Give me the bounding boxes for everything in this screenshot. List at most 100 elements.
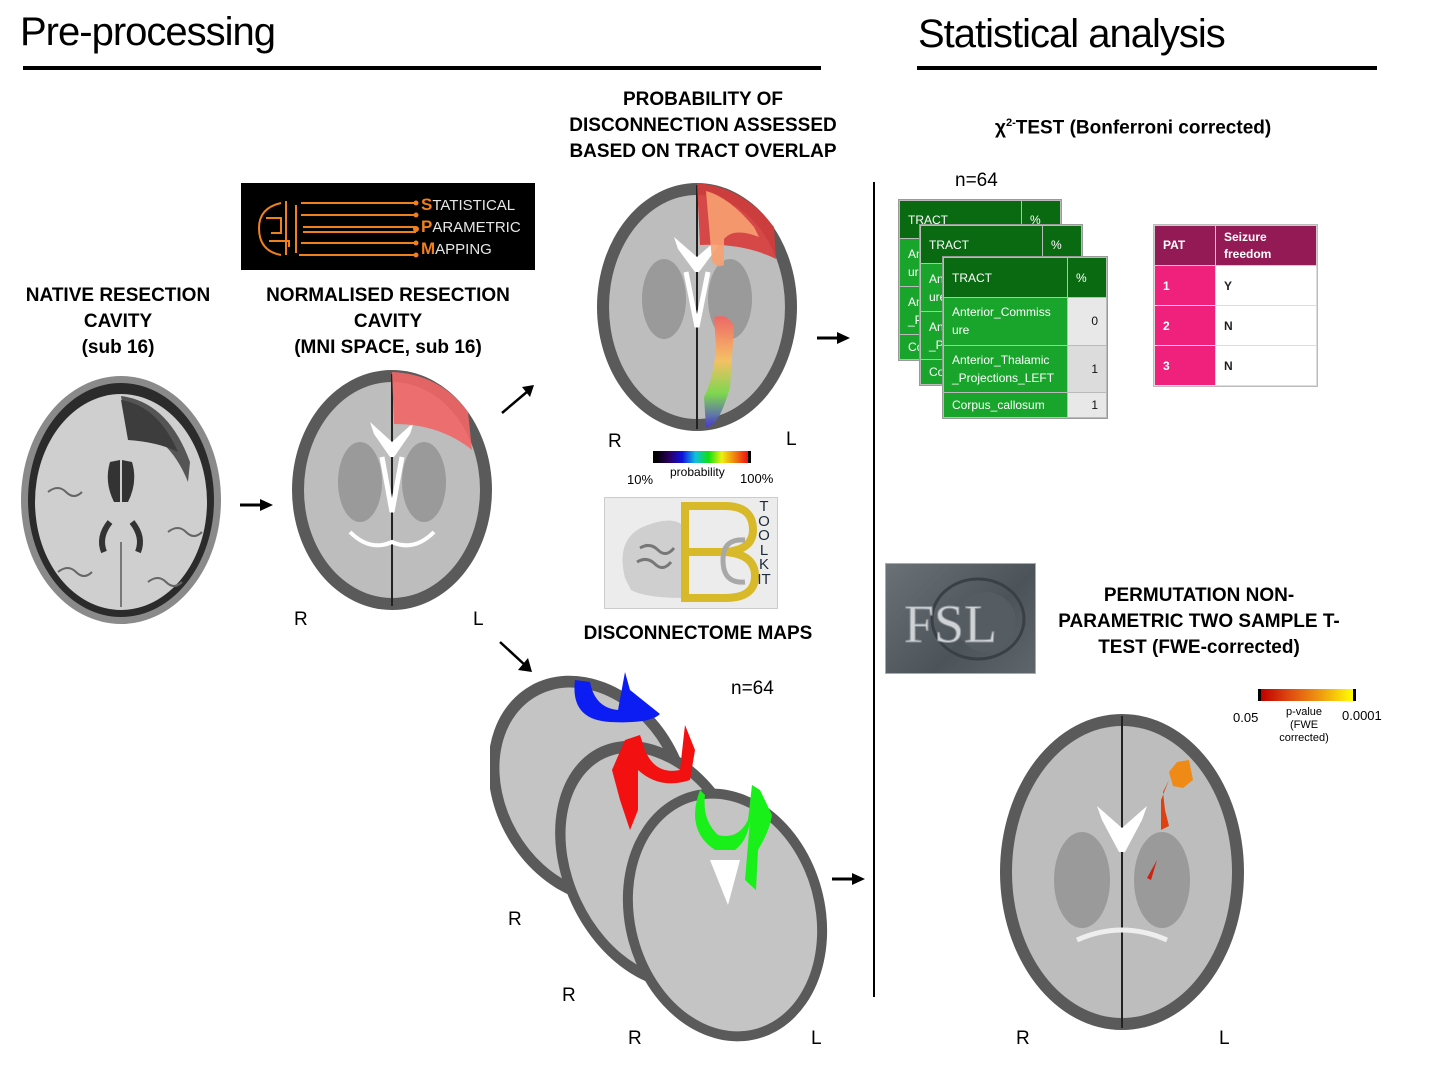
- toolkit-letters: TOOLKIT: [757, 498, 771, 588]
- title-line: PERMUTATION NON-: [1103, 585, 1295, 606]
- spm-rest: TATISTICAL: [432, 196, 516, 214]
- tract-name: Anterior_Thalamic_Projections_LEFT: [943, 344, 1068, 394]
- pat-cell: 3: [1154, 345, 1216, 386]
- tract-value: 0: [1067, 297, 1107, 346]
- disconnectome-title: DISCONNECTOME MAPS: [583, 623, 813, 644]
- pvalue-title-line: p-value: [1285, 706, 1323, 718]
- tract-name: Corpus_callosum: [943, 392, 1068, 418]
- normalised-brain-image: [292, 370, 492, 610]
- native-panel-title: NATIVE RESECTION CAVITY (sub 16): [0, 283, 236, 361]
- statistical-rule: [917, 66, 1377, 70]
- pat-cell: 1: [1154, 265, 1216, 306]
- orientation-right: R: [508, 909, 522, 930]
- colorbar-title: probability: [670, 465, 725, 479]
- orientation-right: R: [294, 609, 308, 630]
- section-divider: [873, 182, 875, 997]
- pvalue-title-line: (FWE: [1289, 719, 1319, 731]
- permutation-title: PERMUTATION NON- PARAMETRIC TWO SAMPLE T…: [1034, 583, 1364, 661]
- orientation-right: R: [628, 1028, 642, 1049]
- colorbar-min-label: 10%: [627, 472, 654, 487]
- pvalue-min-label: 0.05: [1233, 710, 1259, 725]
- circuit-brain-icon: [257, 200, 419, 258]
- pvalue-title-line: corrected): [1279, 732, 1329, 744]
- pvalue-colorbar: [1258, 689, 1356, 701]
- seizure-cell: N: [1215, 345, 1317, 386]
- seizure-cell: Y: [1215, 265, 1317, 306]
- chi2-n-label: n=64: [955, 170, 998, 191]
- probability-colorbar: [653, 451, 751, 463]
- disconnectome-map-green: [622, 785, 828, 1042]
- spm-logo-text: STATISTICAL PARAMETRIC MAPPING: [421, 194, 521, 260]
- orientation-left: L: [473, 609, 484, 630]
- pvalue-max-label: 0.0001: [1342, 708, 1382, 723]
- spm-initial: P: [421, 216, 433, 236]
- title-line: PROBABILITY OF: [622, 89, 784, 110]
- spm-initial: S: [421, 194, 433, 214]
- spm-line: STATISTICAL: [421, 194, 521, 216]
- fsl-logo-graphic: FSL: [904, 577, 1026, 661]
- percent-header: %: [1067, 257, 1107, 298]
- arrow-right-icon: [240, 497, 274, 518]
- seizure-cell: N: [1215, 305, 1317, 346]
- fsl-logo: FSL: [885, 563, 1036, 674]
- title-line: DISCONNECTION ASSESSED: [569, 115, 837, 136]
- probability-panel-title: PROBABILITY OF DISCONNECTION ASSESSED BA…: [540, 87, 866, 165]
- native-mri-image: [21, 376, 221, 624]
- spm-initial: M: [421, 238, 436, 258]
- title-line: PARAMETRIC TWO SAMPLE T-: [1058, 611, 1340, 632]
- pvalue-title: p-value (FWE corrected): [1270, 706, 1338, 745]
- arrow-down-right-icon: [498, 640, 534, 679]
- title-line: NATIVE RESECTION: [25, 285, 211, 306]
- title-line: CAVITY: [83, 311, 153, 332]
- colorbar-max-label: 100%: [740, 471, 774, 486]
- tract-header: TRACT: [943, 257, 1068, 298]
- title-line: (sub 16): [81, 337, 155, 358]
- preprocessing-rule: [23, 66, 821, 70]
- orientation-left: L: [786, 429, 797, 450]
- chi2-title-rest: TEST (Bonferroni corrected): [1015, 117, 1272, 139]
- seizure-header: Seizure freedom: [1215, 225, 1317, 266]
- title-line: NORMALISED RESECTION: [266, 285, 510, 306]
- spm-rest: APPING: [435, 240, 492, 258]
- orientation-right: R: [562, 985, 576, 1006]
- orientation-left: L: [1219, 1028, 1230, 1049]
- section-title-preprocessing: Pre-processing: [20, 10, 276, 54]
- bcb-toolkit-logo: TOOLKIT: [604, 497, 778, 609]
- orientation-right: R: [1016, 1028, 1030, 1049]
- arrow-right-icon: [832, 871, 866, 892]
- bcb-logo-graphic: [622, 502, 760, 602]
- pat-cell: 2: [1154, 305, 1216, 346]
- spm-line: MAPPING: [421, 238, 521, 260]
- chi-symbol: χ: [995, 117, 1006, 139]
- chi2-title: χ2-TEST (Bonferroni corrected): [995, 117, 1271, 139]
- title-line: TEST (FWE-corrected): [1098, 637, 1300, 658]
- spm-rest: ARAMETRIC: [432, 218, 521, 236]
- spm-logo: STATISTICAL PARAMETRIC MAPPING: [241, 183, 535, 270]
- title-line: (MNI SPACE, sub 16): [294, 337, 482, 358]
- disconnectome-n-label: n=64: [731, 678, 774, 699]
- title-line: CAVITY: [353, 311, 423, 332]
- normalised-panel-title: NORMALISED RESECTION CAVITY (MNI SPACE, …: [240, 283, 536, 361]
- tract-value: 1: [1067, 344, 1107, 394]
- arrow-right-icon: [817, 330, 851, 351]
- disconnectome-stack: [490, 672, 828, 1042]
- spm-line: PARAMETRIC: [421, 216, 521, 238]
- fsl-text: FSL: [904, 594, 997, 654]
- section-title-statistical: Statistical analysis: [918, 12, 1226, 56]
- pat-header: PAT: [1154, 225, 1216, 266]
- title-line: BASED ON TRACT OVERLAP: [569, 141, 837, 162]
- arrow-up-right-icon: [500, 385, 536, 420]
- permutation-brain-image: [1000, 714, 1244, 1030]
- probability-brain-image: [597, 183, 797, 431]
- tract-value: 1: [1067, 392, 1107, 418]
- orientation-left: L: [811, 1028, 822, 1049]
